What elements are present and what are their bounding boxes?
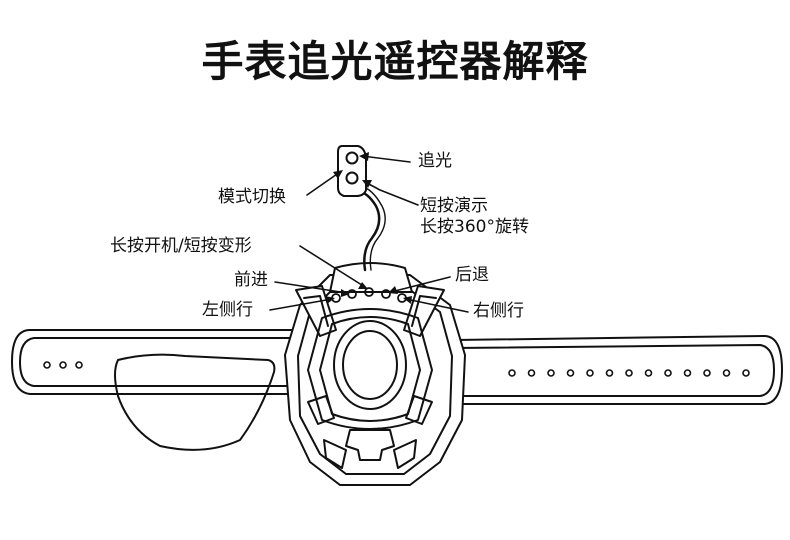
strap-hole	[586, 369, 594, 377]
strap-hole	[566, 369, 575, 377]
strap-hole	[703, 369, 711, 377]
button-backward[interactable]	[381, 289, 391, 299]
strap-hole	[59, 361, 67, 369]
label-power-transform: 长按开机/短按变形	[110, 236, 252, 256]
strap-hole	[625, 369, 633, 377]
label-chase-light: 追光	[418, 151, 452, 171]
strap-hole	[527, 369, 536, 377]
strap-right-holes	[508, 369, 750, 377]
chase-light-lens	[345, 151, 359, 165]
leader-lines	[269, 152, 469, 313]
strap-left	[11, 329, 301, 451]
strap-hole	[508, 369, 516, 377]
strap-hole	[75, 361, 83, 369]
strap-hole	[644, 369, 653, 377]
watch-body	[284, 262, 466, 486]
strap-hole	[742, 369, 750, 377]
strap-hole	[683, 369, 692, 377]
label-demo-short-press: 短按演示	[420, 196, 488, 216]
label-backward: 后退	[455, 265, 489, 285]
strap-hole	[722, 369, 731, 377]
strap-hole	[664, 369, 672, 377]
button-power-transform[interactable]	[364, 287, 374, 297]
diagram-title: 手表追光遥控器解释	[201, 37, 589, 86]
light-module	[337, 145, 386, 272]
mode-switch-button[interactable]	[345, 171, 359, 185]
strap-hole	[605, 369, 614, 377]
strap-right	[454, 335, 783, 405]
label-turn-left: 左侧行	[202, 300, 253, 320]
label-turn-right: 右侧行	[473, 301, 524, 321]
strap-hole	[547, 369, 555, 377]
label-demo-long-press: 长按360°旋转	[420, 217, 529, 237]
label-mode-switch: 模式切换	[218, 187, 286, 207]
strap-hole	[43, 361, 51, 369]
strap-left-holes	[43, 361, 83, 369]
label-forward: 前进	[234, 270, 268, 290]
